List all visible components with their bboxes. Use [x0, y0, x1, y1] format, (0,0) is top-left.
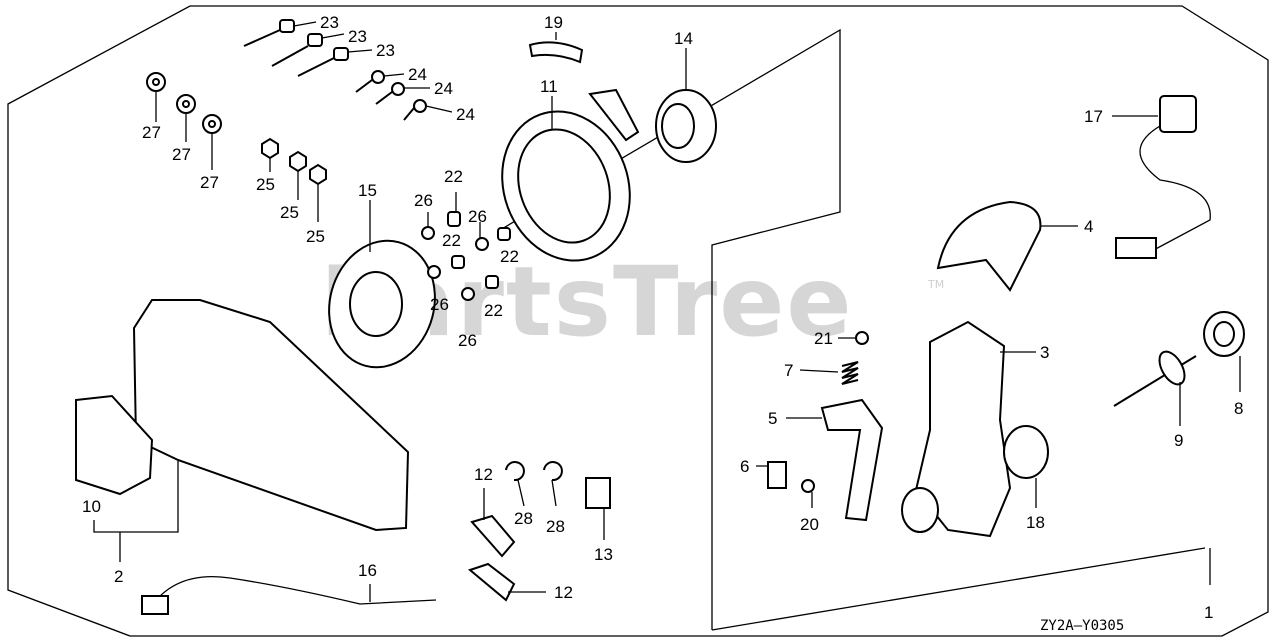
callout-1: 1	[1204, 603, 1213, 622]
cover-4	[936, 200, 1042, 292]
boss-3	[901, 487, 939, 533]
callout-17: 17	[1084, 107, 1103, 126]
callout-28a: 28	[514, 509, 533, 528]
callout-22d: 22	[484, 301, 503, 320]
callout-19: 19	[544, 13, 563, 32]
harness-16-plug	[141, 595, 169, 615]
callout-24b: 24	[434, 79, 453, 98]
drum-11	[501, 110, 631, 262]
callout-24c: 24	[456, 105, 475, 124]
bolt-23-group	[243, 19, 349, 77]
callout-14: 14	[674, 29, 693, 48]
callout-26a: 26	[414, 191, 433, 210]
callout-22c: 22	[500, 247, 519, 266]
screw-21	[855, 331, 869, 345]
callout-3: 3	[1040, 343, 1049, 362]
callout-28b: 28	[546, 517, 565, 536]
callout-18: 18	[1026, 513, 1045, 532]
hub-15	[328, 239, 436, 369]
callout-21: 21	[814, 329, 833, 348]
callout-6: 6	[740, 457, 749, 476]
fasteners-22-26	[421, 211, 511, 301]
block-6	[767, 461, 787, 489]
callout-26b: 26	[468, 207, 487, 226]
outer-boundary	[7, 5, 1269, 637]
callout-26d: 26	[458, 331, 477, 350]
callout-11: 11	[540, 77, 558, 96]
screw-24-group	[355, 70, 427, 121]
bracket-2	[93, 460, 179, 562]
callout-4: 4	[1084, 217, 1093, 236]
switch-17	[1115, 95, 1211, 259]
callout-27a: 27	[142, 123, 161, 142]
callout-16: 16	[358, 561, 377, 580]
lever-5	[820, 398, 884, 522]
diagram-code: ZY2A—Y0305	[1040, 618, 1124, 634]
callout-27b: 27	[172, 145, 191, 164]
cap-8	[1203, 311, 1245, 357]
assembly-callout-line	[711, 547, 1211, 631]
washer-18	[1003, 425, 1049, 479]
levers-12-28-13	[467, 461, 611, 602]
callout-12b: 12	[554, 583, 573, 602]
watermark-trademark: TM	[927, 278, 944, 291]
callout-23a: 23	[320, 13, 339, 32]
callout-23c: 23	[376, 41, 395, 60]
screw-20	[801, 479, 815, 493]
washer-27-group	[146, 72, 222, 134]
arm-3	[914, 320, 1012, 538]
callout-25b: 25	[280, 203, 299, 222]
callout-2: 2	[114, 567, 123, 586]
gear-14	[655, 89, 717, 163]
leader-lines	[155, 21, 1241, 602]
callout-10: 10	[82, 497, 101, 516]
callout-25c: 25	[306, 227, 325, 246]
spring-7	[841, 361, 859, 385]
callout-labels: 23 23 23 24 24 24 27 27 27 25 25 25 19 1…	[82, 13, 1243, 622]
callout-13: 13	[594, 545, 613, 564]
callout-20: 20	[800, 515, 819, 534]
callout-23b: 23	[348, 27, 367, 46]
nut-25-group	[261, 137, 327, 186]
callout-8: 8	[1234, 399, 1243, 418]
callout-15: 15	[358, 181, 377, 200]
shaft-9	[1113, 350, 1197, 407]
callout-7: 7	[784, 361, 793, 380]
callout-26c: 26	[430, 295, 449, 314]
callout-22a: 22	[444, 167, 463, 186]
callout-25a: 25	[256, 175, 275, 194]
cover-10	[75, 394, 154, 496]
callout-27c: 27	[200, 173, 219, 192]
callout-12a: 12	[474, 465, 493, 484]
retainer-plate	[588, 88, 640, 142]
plate-19	[528, 41, 584, 64]
assembly-boundary	[499, 28, 841, 630]
callout-5: 5	[768, 409, 777, 428]
harness-16	[149, 575, 437, 609]
control-case	[132, 299, 410, 532]
callout-9: 9	[1174, 431, 1183, 450]
callout-24a: 24	[408, 65, 427, 84]
callout-22b: 22	[442, 231, 461, 250]
